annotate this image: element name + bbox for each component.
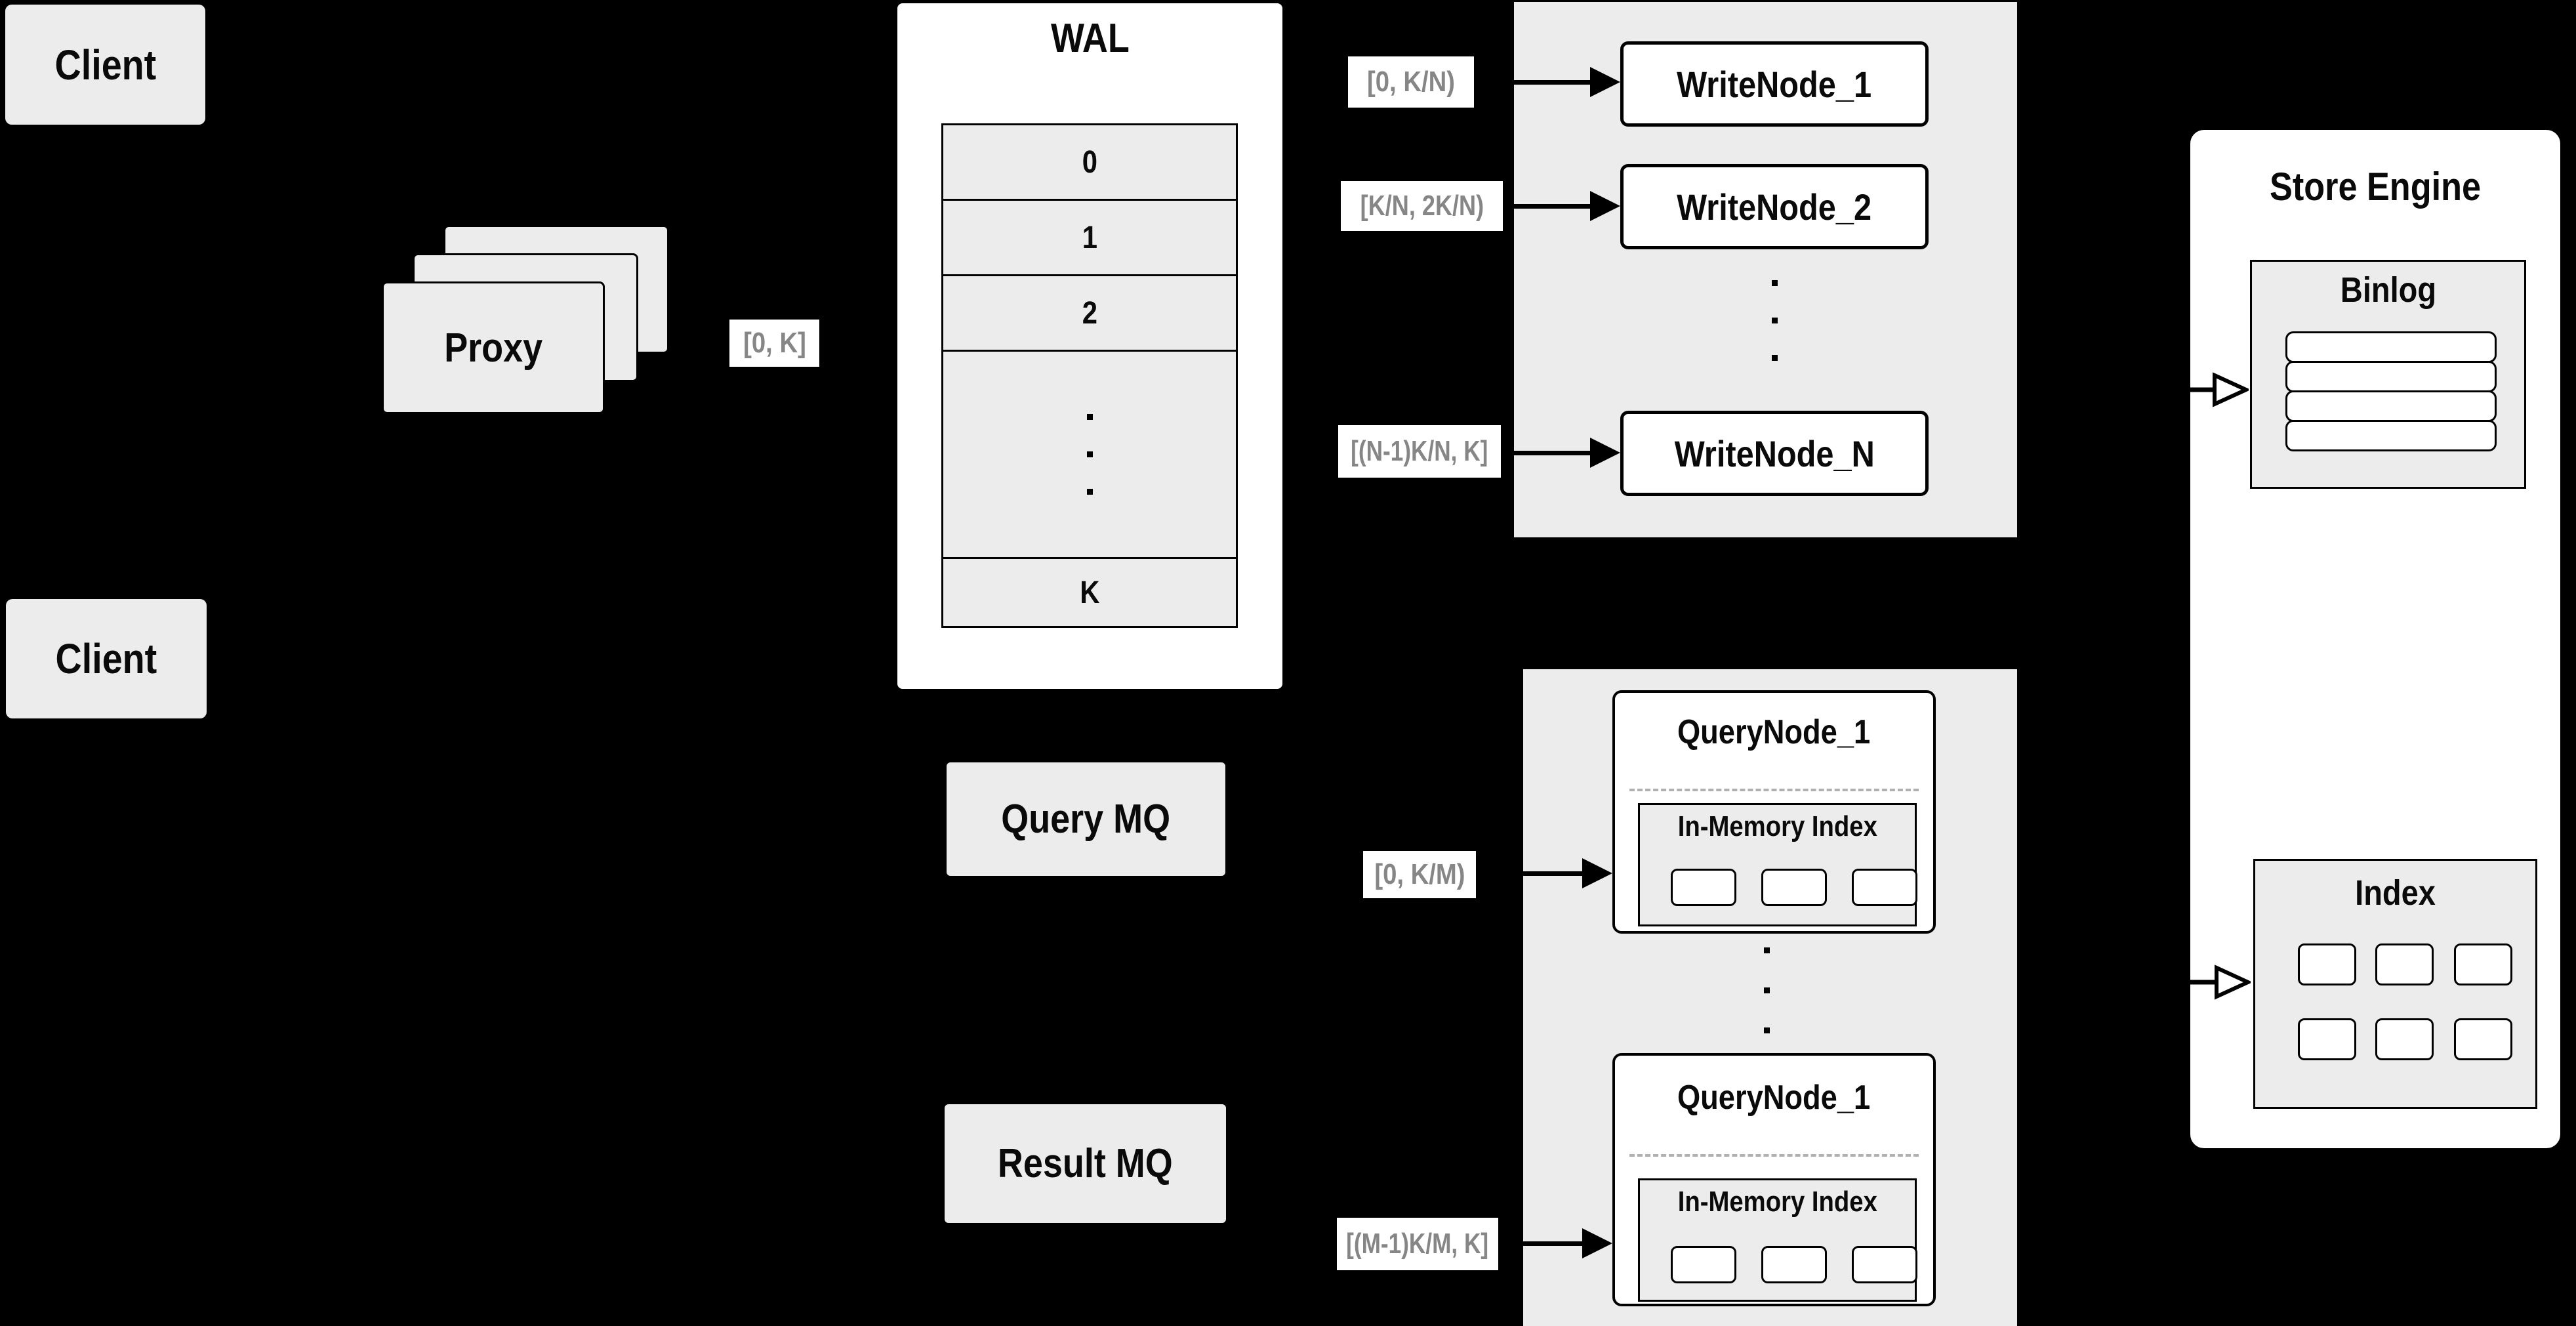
wal-row-k: K — [943, 559, 1236, 626]
binlog-row — [2285, 331, 2497, 363]
proxy-label: Proxy — [444, 325, 542, 371]
ellipsis-dot — [1764, 1027, 1770, 1033]
arrowhead-writenode-2 — [1590, 191, 1620, 221]
arrow-to-querynode-bottom — [1498, 1241, 1584, 1246]
ellipsis-dot — [1086, 489, 1093, 495]
index-title: Index — [2355, 873, 2436, 913]
arrowhead-querynode-top — [1582, 858, 1612, 888]
proxy-card-front: Proxy — [382, 281, 605, 414]
result-mq-box: Result MQ — [945, 1104, 1226, 1223]
client-bottom-label: Client — [55, 635, 157, 682]
query-node-top-in-memory-index: In-Memory Index — [1638, 803, 1917, 926]
binlog-box: Binlog — [2250, 260, 2526, 489]
arrowhead-querynode-bottom — [1582, 1228, 1612, 1258]
index-segment — [2298, 1018, 2356, 1060]
write-node-ellipsis — [1772, 280, 1778, 361]
index-box: Index — [2253, 859, 2537, 1109]
index-segment — [2298, 943, 2356, 985]
arrow-to-writenode-2 — [1505, 204, 1591, 209]
write-node-2-box: WriteNode_2 — [1620, 164, 1929, 249]
wal-row-2: 2 — [943, 276, 1236, 352]
index-segment — [2375, 943, 2434, 985]
arrowhead-writenode-n — [1590, 438, 1620, 468]
binlog-row — [2285, 420, 2497, 451]
client-bottom-box: Client — [6, 599, 207, 718]
client-top-box: Client — [5, 5, 205, 125]
query-node-bottom-divider — [1629, 1154, 1919, 1157]
wal-ellipsis-dots — [1086, 414, 1093, 495]
write-node-n-box: WriteNode_N — [1620, 411, 1929, 496]
arrow-to-writenode-n — [1502, 451, 1591, 455]
binlog-rows — [2285, 331, 2497, 451]
in-memory-index-title: In-Memory Index — [1677, 810, 1877, 842]
index-segment — [2454, 1018, 2512, 1060]
wal-row-ellipsis — [943, 352, 1236, 559]
index-segment — [2454, 943, 2512, 985]
ellipsis-dot — [1772, 280, 1778, 286]
query-node-ellipsis — [1764, 947, 1770, 1033]
ellipsis-dot — [1772, 318, 1778, 323]
open-arrow-to-index — [2190, 964, 2251, 1000]
query-node-panel: QueryNode_1 In-Memory Index QueryNode_1 — [1523, 669, 2017, 1326]
wal-table: 0 1 2 K — [941, 123, 1238, 628]
index-segment — [2375, 1018, 2434, 1060]
binlog-title: Binlog — [2340, 270, 2436, 310]
range-label-write-1: [0, K/N) — [1348, 56, 1474, 108]
range-label-query-1: [0, K/M) — [1363, 851, 1476, 898]
range-label-proxy-out: [0, K] — [729, 320, 819, 367]
result-mq-label: Result MQ — [998, 1141, 1173, 1186]
ellipsis-dot — [1086, 451, 1093, 457]
range-label-write-2: [K/N, 2K/N) — [1341, 181, 1503, 231]
range-label-write-n: [(N-1)K/N, K] — [1338, 425, 1501, 478]
arrow-to-querynode-top — [1476, 871, 1584, 876]
ellipsis-dot — [1764, 947, 1770, 953]
ellipsis-dot — [1086, 414, 1093, 420]
query-mq-label: Query MQ — [1001, 797, 1171, 842]
wal-title: WAL — [1050, 16, 1130, 61]
query-node-top-divider — [1629, 789, 1919, 791]
memory-segment — [1671, 1246, 1736, 1283]
query-node-top-box: QueryNode_1 In-Memory Index — [1612, 690, 1936, 934]
store-engine-container: Store Engine Binlog Index — [2188, 128, 2562, 1150]
wal-container: WAL 0 1 2 K — [897, 3, 1282, 689]
arrowhead-writenode-1 — [1590, 67, 1620, 97]
wal-row-1: 1 — [943, 201, 1236, 276]
arrow-to-writenode-1 — [1476, 80, 1591, 85]
query-node-bottom-box: QueryNode_1 In-Memory Index — [1612, 1053, 1936, 1306]
memory-segment — [1852, 1246, 1917, 1283]
ellipsis-dot — [1772, 355, 1778, 361]
wal-row-0: 0 — [943, 125, 1236, 201]
query-mq-box: Query MQ — [947, 762, 1225, 876]
store-engine-title: Store Engine — [2270, 165, 2481, 209]
query-node-bottom-in-memory-index: In-Memory Index — [1638, 1178, 1917, 1302]
query-node-bottom-title: QueryNode_1 — [1677, 1079, 1871, 1117]
binlog-row — [2285, 361, 2497, 392]
in-memory-index-title: In-Memory Index — [1677, 1186, 1877, 1218]
write-node-1-box: WriteNode_1 — [1620, 41, 1929, 127]
memory-segment — [1761, 869, 1827, 906]
memory-segment — [1761, 1246, 1827, 1283]
ellipsis-dot — [1764, 987, 1770, 993]
memory-segment — [1852, 869, 1917, 906]
range-label-query-m: [(M-1)K/M, K] — [1337, 1218, 1498, 1270]
query-node-top-title: QueryNode_1 — [1677, 713, 1871, 751]
client-top-label: Client — [54, 41, 156, 89]
open-arrow-to-binlog — [2188, 372, 2249, 407]
memory-segment — [1671, 869, 1736, 906]
binlog-row — [2285, 390, 2497, 422]
